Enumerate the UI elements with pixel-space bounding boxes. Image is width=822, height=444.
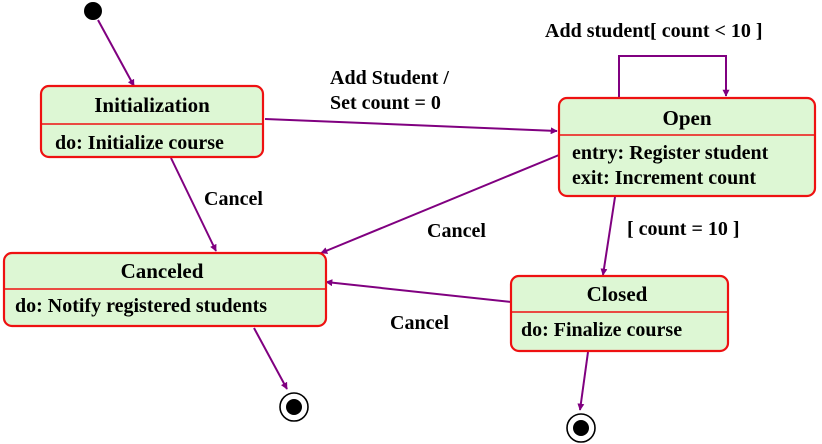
- transition-open-to-closed: [600, 196, 616, 276]
- label-open-self-loop: Add student[ count < 10 ]: [545, 20, 763, 42]
- state-canceled-activity: do: Notify registered students: [15, 295, 267, 317]
- final-node-canceled: [279, 392, 309, 422]
- state-closed: Closed do: Finalize course: [509, 274, 730, 353]
- state-open-entry-activity: entry: Register student: [572, 142, 769, 164]
- label-count-equals-10: [ count = 10 ]: [627, 218, 740, 240]
- transition-closed-to-canceled: [325, 279, 512, 303]
- label-cancel-from-open: Cancel: [427, 220, 486, 242]
- state-canceled: Canceled do: Notify registered students: [2, 251, 328, 328]
- transition-open-self-loop: [618, 55, 730, 97]
- transition-start-to-initialization: [97, 19, 135, 87]
- final-node-closed: [566, 413, 596, 443]
- state-open-name: Open: [662, 106, 711, 130]
- state-canceled-name: Canceled: [121, 259, 204, 283]
- state-closed-name: Closed: [587, 282, 648, 306]
- state-initialization: Initialization do: Initialize course: [39, 84, 265, 159]
- label-add-student: Add Student /: [330, 67, 449, 89]
- transition-canceled-to-final: [253, 327, 288, 390]
- initial-node: [84, 2, 102, 20]
- state-open-exit-activity: exit: Increment count: [572, 167, 756, 189]
- state-closed-activity: do: Finalize course: [521, 319, 682, 341]
- transition-closed-to-final: [577, 351, 589, 411]
- transition-initialization-to-canceled: [170, 157, 217, 252]
- state-initialization-name: Initialization: [94, 93, 210, 117]
- label-cancel-from-initialization: Cancel: [204, 188, 263, 210]
- state-open: Open entry: Register student exit: Incre…: [557, 96, 817, 198]
- label-set-count: Set count = 0: [330, 92, 441, 114]
- state-initialization-activity: do: Initialize course: [55, 132, 224, 154]
- transition-open-to-canceled: [320, 154, 560, 254]
- label-cancel-from-closed: Cancel: [390, 312, 449, 334]
- transition-initialization-to-open: [264, 118, 558, 135]
